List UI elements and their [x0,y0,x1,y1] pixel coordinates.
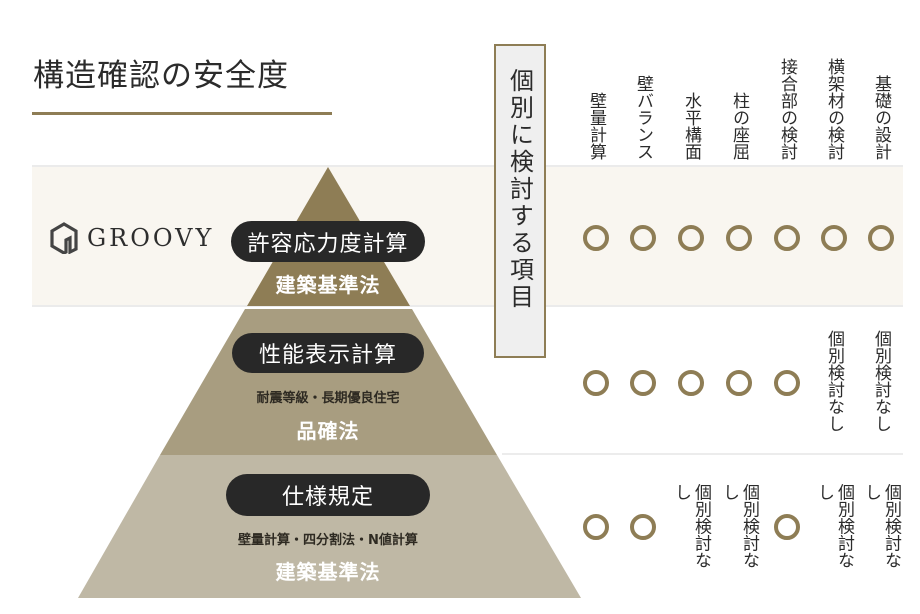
check-circle-icon [774,225,800,251]
column-header: 横架材の検討 [824,58,844,160]
method-pill-allowable-stress: 許容応力度計算 [231,221,425,262]
no-individual-check-label: 個別検討なし [824,330,844,432]
no-individual-check-label: 個別検討なし [814,483,854,569]
row-separator [502,453,903,455]
logo-text: GROOVY [87,224,215,252]
check-circle-icon [583,370,609,396]
no-individual-check-label: 個別検討なし [861,483,901,569]
law-label: 品確法 [296,419,360,443]
method-pill-performance: 性能表示計算 [232,333,424,373]
column-header: 壁量計算 [586,92,606,160]
page-title: 構造確認の安全度 [33,58,289,94]
tier-detail: 壁量計算・四分割法・N値計算 [238,533,418,548]
column-header: 水平構面 [681,92,701,160]
law-label: 建築基準法 [275,560,381,584]
check-circle-icon [868,225,894,251]
title-underline [32,112,332,115]
tier-detail: 耐震等級・長期優良住宅 [256,391,400,406]
column-header: 壁バランス [633,75,653,160]
check-circle-icon [821,225,847,251]
check-circle-icon [726,225,752,251]
check-circle-icon [583,514,609,540]
column-header: 柱の座屈 [729,92,749,160]
no-individual-check-label: 個別検討なし [871,330,891,432]
no-individual-check-label: 個別検討なし [719,483,759,569]
groovy-logo: GROOVY [49,222,214,254]
check-circle-icon [678,225,704,251]
individual-items-label-box: 個別に検討する項目 [494,44,546,358]
pyramid-tier-3 [78,455,581,598]
check-circle-icon [583,225,609,251]
column-header: 基礎の設計 [871,75,891,160]
column-header: 接合部の検討 [777,58,797,160]
check-circle-icon [774,514,800,540]
individual-items-label: 個別に検討する項目 [505,68,534,311]
tier-1-band [32,165,903,307]
hexagon-g-logo-icon [50,222,78,254]
check-circle-icon [678,370,704,396]
check-circle-icon [630,370,656,396]
check-circle-icon [726,370,752,396]
law-label: 建築基準法 [275,273,381,297]
check-circle-icon [774,370,800,396]
check-circle-icon [630,514,656,540]
method-pill-specification: 仕様規定 [226,474,430,516]
no-individual-check-label: 個別検討なし [671,483,711,569]
check-circle-icon [630,225,656,251]
